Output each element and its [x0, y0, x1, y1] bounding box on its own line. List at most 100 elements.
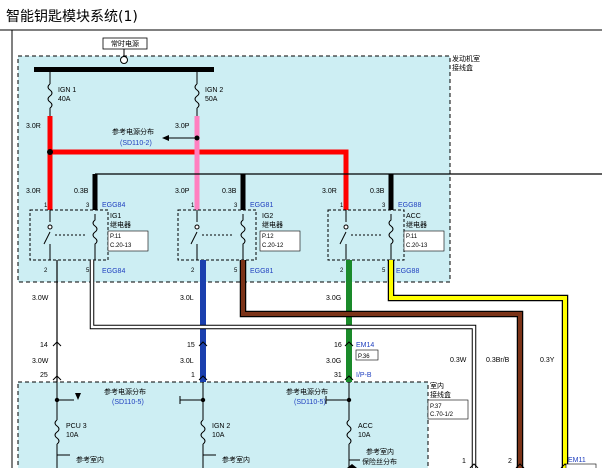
connector-pin-15: 15 — [187, 342, 195, 349]
wire-label-0-3b-a: 0.3B — [74, 188, 89, 195]
relay-ig1-type: 继电器 — [110, 220, 131, 229]
connector-em14-pin15-icon — [198, 341, 208, 347]
wire-label-3-0w-b: 3.0W — [32, 358, 49, 365]
relay-ig1-conn: C.20-13 — [110, 243, 132, 249]
connector-ipb-pin31-icon — [344, 375, 354, 381]
wire-green-acc — [346, 260, 352, 382]
connector-em14: EM14 — [356, 342, 374, 349]
wire-label-0-3b-b: 0.3B — [222, 188, 237, 195]
wire-label-0-3y: 0.3Y — [540, 357, 555, 364]
connector-pin-25: 25 — [40, 372, 48, 379]
relay-ig2-code-top: EGG81 — [250, 202, 273, 209]
relay-acc-code-top: EGG88 — [398, 202, 421, 209]
relay-ig2-pin5: 5 — [234, 268, 238, 274]
fuse-ign2-name: IGN 2 — [205, 87, 223, 94]
relay-ig2-page: P.12 — [262, 234, 274, 240]
wire-label-3-0p-b: 3.0P — [175, 188, 190, 195]
ref-power-dist-left: 参考电源分布 — [104, 387, 146, 396]
ref-indoor-fuse-right-1: 参考室内 — [366, 447, 394, 456]
engine-junction-box — [17, 55, 451, 283]
fuse-ign2-icon — [194, 83, 200, 109]
relay-acc-pin1: 1 — [340, 203, 344, 209]
fuse-pcu3-name: PCU 3 — [66, 423, 87, 430]
relay-ig1: 1 3 2 5 IG1 继电器 P.11 C.20-13 EGG84 EGG84 — [29, 202, 149, 275]
ref-arrow-icon — [162, 135, 169, 141]
power-bus-bar — [34, 67, 214, 72]
fuse-pcu3-icon — [54, 419, 60, 445]
wire-label-3-0r-a: 3.0R — [26, 123, 41, 130]
connector-em11-pin2: 2 — [508, 458, 512, 465]
fuse-ign2-rating: 50A — [205, 96, 218, 103]
relay-acc-pin3: 3 — [382, 203, 386, 209]
wire-label-3-0w-a: 3.0W — [32, 295, 49, 302]
relay-ig1-pin5: 5 — [86, 268, 90, 274]
indoor-box-ref2: C.70-1/2 — [430, 412, 454, 418]
fuse-ign2-indoor-rating: 10A — [212, 432, 225, 439]
relay-acc-page: P.11 — [406, 234, 418, 240]
ref-sd110-5-left: (SD110-5) — [112, 399, 144, 406]
relay-ig2-conn: C.20-12 — [262, 243, 284, 249]
fuse-ign1-name: IGN 1 — [58, 87, 76, 94]
wire-label-3-0l-a: 3.0L — [180, 295, 194, 302]
fuse-acc-icon — [346, 419, 352, 445]
ref-power-dist-right: 参考电源分布 — [286, 387, 328, 396]
connector-pin-14: 14 — [40, 342, 48, 349]
connector-em11: EM11 — [568, 457, 586, 464]
engine-box-label-2: 接线盒 — [452, 63, 473, 72]
connector-em14-pin14-icon — [52, 341, 62, 347]
relay-ig2-code-bottom: EGG81 — [250, 268, 273, 275]
fuse-ign1-icon — [47, 83, 53, 109]
relay-ig2-pin2: 2 — [191, 268, 195, 274]
relay-ig1-pin2: 2 — [44, 268, 48, 274]
ref-indoor-fuse-right-2: 保险丝分布 — [362, 457, 397, 466]
wire-label-0-3w: 0.3W — [450, 357, 467, 364]
page-title: 智能钥匙模块系统(1) — [6, 9, 138, 25]
ref-sd110-2: (SD110-2) — [120, 140, 152, 147]
connector-ipb-pin25-icon — [52, 375, 62, 381]
indoor-box-ref: P.37 — [430, 404, 442, 410]
wire-label-3-0g-a: 3.0G — [326, 295, 341, 302]
connector-pin-1: 1 — [191, 372, 195, 379]
relay-acc-pin5: 5 — [382, 268, 386, 274]
connector-em14-pin16-icon — [344, 341, 354, 347]
relay-ig1-code-bottom: EGG84 — [102, 268, 125, 275]
power-label: 常时电源 — [111, 39, 139, 48]
relay-ig2-type: 继电器 — [262, 220, 283, 229]
indoor-box-label-1: 室内 — [430, 381, 444, 390]
relay-ig1-name: IG1 — [110, 213, 121, 220]
relay-ig1-coil-icon — [92, 214, 98, 260]
fuse-pcu3-rating: 10A — [66, 432, 79, 439]
ref-indoor-fuse-left-1: 参考室内 — [76, 455, 104, 464]
relay-ig2: 1 3 2 5 IG2 继电器 P.12 C.20-12 EGG81 EGG81 — [177, 202, 301, 275]
wire-label-0-3b-c: 0.3B — [370, 188, 385, 195]
relay-acc-pin2: 2 — [340, 268, 344, 274]
fuse-ign2-indoor-name: IGN 2 — [212, 423, 230, 430]
connector-ipb: I/P-B — [356, 372, 372, 379]
fuse-ign1-rating: 40A — [58, 96, 71, 103]
relay-acc-name: ACC — [406, 213, 421, 220]
relay-ig2-pin1: 1 — [191, 203, 195, 209]
wire-label-3-0r-b: 3.0R — [26, 188, 41, 195]
ref-sd110-5-right: (SD110-5) — [294, 399, 326, 406]
fuse-ign2-indoor-icon — [200, 419, 206, 445]
relay-ig2-pin3: 3 — [234, 203, 238, 209]
wire-label-0-3brb: 0.3Br/B — [486, 357, 510, 364]
wire-red-acc — [50, 149, 349, 210]
ref-power-dist-top: 参考电源分布 — [112, 127, 154, 136]
fuse-acc-rating: 10A — [358, 432, 371, 439]
connector-pin-31: 31 — [334, 372, 342, 379]
connector-pin-16: 16 — [334, 342, 342, 349]
fuse-acc-name: ACC — [358, 423, 373, 430]
relay-acc: 1 3 2 5 ACC 继电器 P.11 C.20-13 EGG88 EGG88 — [327, 202, 445, 275]
engine-box-label-1: 发动机室 — [452, 54, 480, 63]
relay-ig1-code-top: EGG84 — [102, 202, 125, 209]
relay-acc-type: 继电器 — [406, 220, 427, 229]
connector-em11-pin1: 1 — [462, 458, 466, 465]
relay-ig1-pin1: 1 — [44, 203, 48, 209]
relay-acc-code-bottom: EGG88 — [396, 268, 419, 275]
relay-acc-coil-icon — [388, 214, 394, 260]
relay-ig2-name: IG2 — [262, 213, 273, 220]
indoor-box-label-2: 接线盒 — [430, 390, 451, 399]
relay-ig1-page: P.11 — [110, 234, 122, 240]
